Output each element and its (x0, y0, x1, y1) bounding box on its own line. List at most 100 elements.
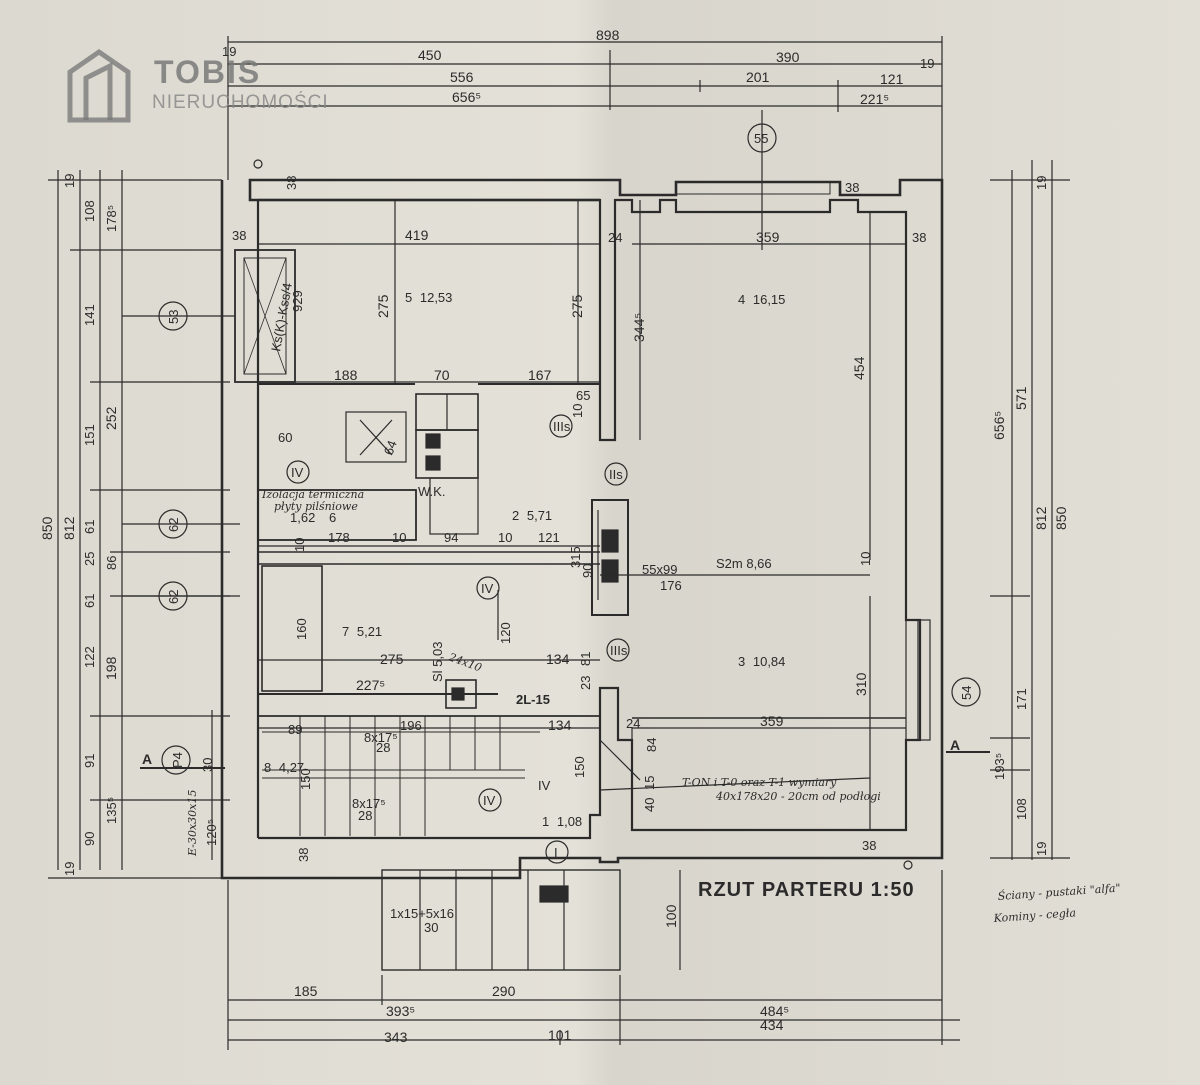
brand-name: TOBIS (154, 54, 262, 90)
dim-24b: 24 (626, 716, 640, 731)
dim-bottom-484: 484⁵ (760, 1003, 789, 1019)
dim-275b: 275 (569, 294, 585, 318)
dim-10b: 10 (392, 530, 406, 545)
dim-10d: 10 (292, 538, 307, 552)
dim-134b: 134 (548, 717, 572, 733)
dim-40: 40 (642, 798, 657, 812)
dim-310: 310 (853, 672, 869, 696)
insulation-note-2: płyty pilśniowe (274, 500, 358, 513)
dim-left-108: 108 (82, 200, 97, 222)
lintel-label: 2L-15 (516, 692, 550, 707)
dim-275c: 275 (380, 651, 404, 667)
dim-24a: 24 (608, 230, 622, 245)
dim-38d: 38 (284, 176, 299, 190)
dim-left-61a: 61 (82, 520, 97, 534)
roman-4: IV (481, 581, 494, 596)
dim-left-812: 812 (61, 516, 77, 540)
dim-left-19b: 19 (62, 862, 77, 876)
dim-120: 120 (498, 622, 513, 644)
dim-bottom-434: 434 (760, 1017, 784, 1033)
dim-15: 15 (642, 776, 657, 790)
dim-left-91: 91 (82, 754, 97, 768)
logo: TOBIS NIERUCHOMOŚCI (66, 48, 356, 128)
dim-right-571: 571 (1013, 386, 1029, 410)
dim-top-556: 556 (450, 69, 474, 85)
dim-65: 65 (576, 388, 590, 403)
dim-315: 315 (568, 546, 583, 568)
dim-right-171: 171 (1014, 688, 1029, 710)
brand-tagline: NIERUCHOMOŚCI (152, 92, 329, 113)
roman-7: I (554, 845, 558, 860)
dim-81: 81 (578, 652, 593, 666)
dim-left-61b: 61 (82, 594, 97, 608)
dim-bottom-393: 393⁵ (386, 1003, 415, 1019)
small-opening: 24x10 (446, 650, 484, 674)
dim-left-90: 90 (82, 832, 97, 846)
dim-bottom-101: 101 (548, 1027, 572, 1043)
dim-38f: 38 (862, 838, 876, 853)
stair-note-2: 30 (424, 920, 438, 935)
dim-bottom-185: 185 (294, 983, 318, 999)
marker-54: 54 (959, 686, 974, 700)
dim-121: 121 (538, 530, 560, 545)
roman-1: IV (291, 465, 304, 480)
dim-344: 344⁵ (631, 313, 647, 342)
dim-10a: 10 (570, 404, 585, 418)
dim-23: 23 (578, 676, 593, 690)
dim-89: 89 (288, 722, 302, 737)
kss-label: Ks(K)-Kss/4 (268, 282, 295, 353)
dim-160: 160 (294, 618, 309, 640)
dim-167: 167 (528, 367, 552, 383)
dim-right-193: 193⁵ (992, 753, 1007, 780)
room-7-label: 7 5,21 (342, 624, 382, 639)
dim-90: 90 (580, 564, 595, 578)
dim-38b: 38 (912, 230, 926, 245)
dim-top-221: 221⁵ (860, 91, 889, 107)
dim-178: 178 (328, 530, 350, 545)
marker-62a: 62 (166, 518, 181, 532)
room-2-label: 2 5,71 (512, 508, 552, 523)
dim-left-141: 141 (82, 304, 97, 326)
dim-150a: 150 (298, 768, 313, 790)
note-chimneys: Kominy - cegła (992, 906, 1076, 925)
roman-2: IIIs (553, 419, 571, 434)
section-mark-right: A (950, 737, 960, 753)
stair-note-3: 8x17⁵ (364, 730, 398, 745)
dim-10e: 10 (858, 552, 873, 566)
dim-359a: 359 (756, 229, 780, 245)
dim-70: 70 (434, 367, 450, 383)
room-4-label: 4 16,15 (738, 292, 785, 307)
dim-454: 454 (851, 356, 867, 380)
dim-left-135: 135⁵ (104, 797, 119, 824)
dim-150b: 150 (572, 756, 587, 778)
s2m-label: S2m 8,66 (716, 556, 772, 571)
stair-note-1: 1x15+5x16 (390, 906, 454, 921)
dim-left-252: 252 (103, 406, 119, 430)
roman-3: IIs (609, 467, 623, 482)
dim-right-656: 656⁵ (991, 411, 1007, 440)
dim-227: 227⁵ (356, 677, 385, 693)
dim-right-19a: 19 (1034, 176, 1049, 190)
room-6-label: 1,62 6 (290, 510, 336, 525)
room-1-label: 1 1,08 (542, 814, 582, 829)
dim-left-850: 850 (39, 516, 55, 540)
dim-left-178: 178⁵ (104, 205, 119, 232)
roman-6: IV (483, 793, 496, 808)
roman-5: IIIs (610, 643, 628, 658)
dim-left-25: 25 (82, 552, 97, 566)
dim-100: 100 (663, 904, 679, 928)
insulation-note-1: Izolacja termiczna (261, 488, 364, 501)
section-mark-left: A (142, 751, 152, 767)
dim-60: 60 (278, 430, 292, 445)
dim-134a: 134 (546, 651, 570, 667)
dim-right-812: 812 (1033, 506, 1049, 530)
dim-left-151: 151 (82, 424, 97, 446)
dim-top-390: 390 (776, 49, 800, 65)
window-note-1: T-ON i T-0 oraz T-1 wymiary (682, 776, 837, 789)
marker-53: 53 (166, 310, 181, 324)
marker-62b: 62 (166, 590, 181, 604)
dim-right-850: 850 (1053, 506, 1069, 530)
stair-note-4: 28 (376, 740, 390, 755)
dim-929: 929 (290, 290, 305, 312)
